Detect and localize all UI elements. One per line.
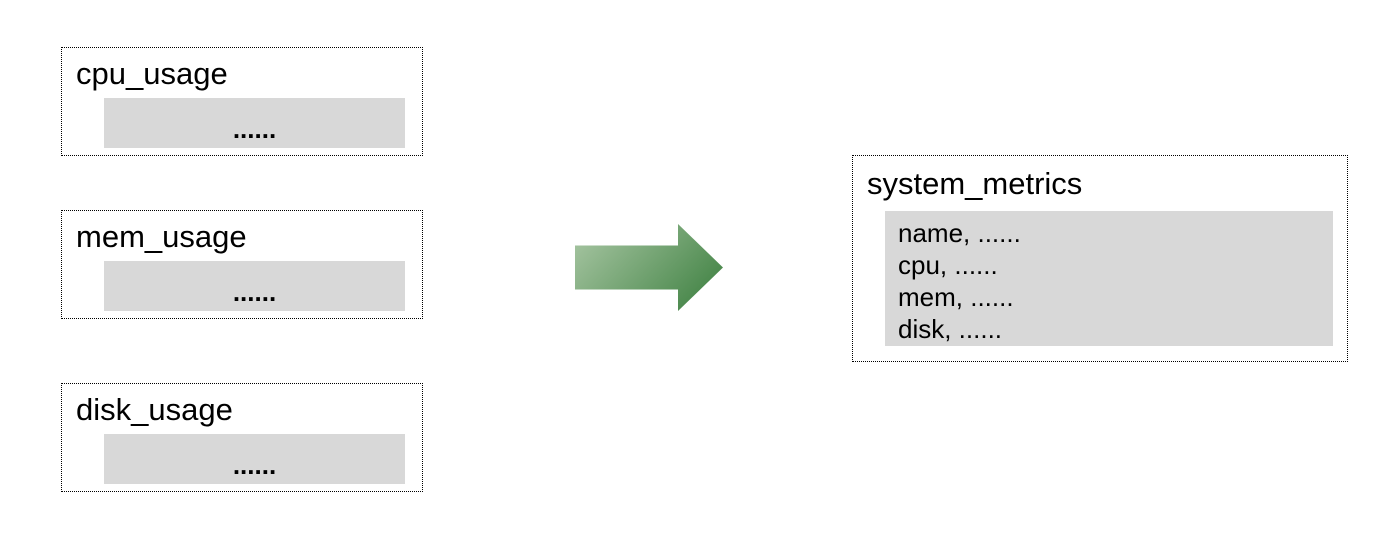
table-body-panel: ......	[104, 98, 405, 148]
column-row: name, ......	[898, 218, 1021, 248]
table-columns-panel: name, ...... cpu, ...... mem, ...... dis…	[885, 211, 1333, 346]
table-title: cpu_usage	[76, 56, 228, 91]
table-title: mem_usage	[76, 219, 247, 254]
ellipsis-placeholder: ......	[232, 450, 277, 480]
column-row: cpu, ......	[898, 250, 998, 280]
table-body-panel: ......	[104, 261, 405, 311]
merge-arrow-icon	[575, 224, 723, 311]
table-title: disk_usage	[76, 392, 233, 427]
table-body-panel: ......	[104, 434, 405, 484]
column-row: mem, ......	[898, 282, 1014, 312]
ellipsis-placeholder: ......	[232, 114, 277, 144]
source-table-mem-usage: mem_usage ......	[61, 210, 423, 319]
table-title: system_metrics	[867, 166, 1083, 201]
source-table-cpu-usage: cpu_usage ......	[61, 47, 423, 156]
ellipsis-placeholder: ......	[232, 277, 277, 307]
result-table-system-metrics: system_metrics name, ...... cpu, ...... …	[852, 155, 1348, 362]
column-row: disk, ......	[898, 314, 1003, 344]
source-table-disk-usage: disk_usage ......	[61, 383, 423, 492]
